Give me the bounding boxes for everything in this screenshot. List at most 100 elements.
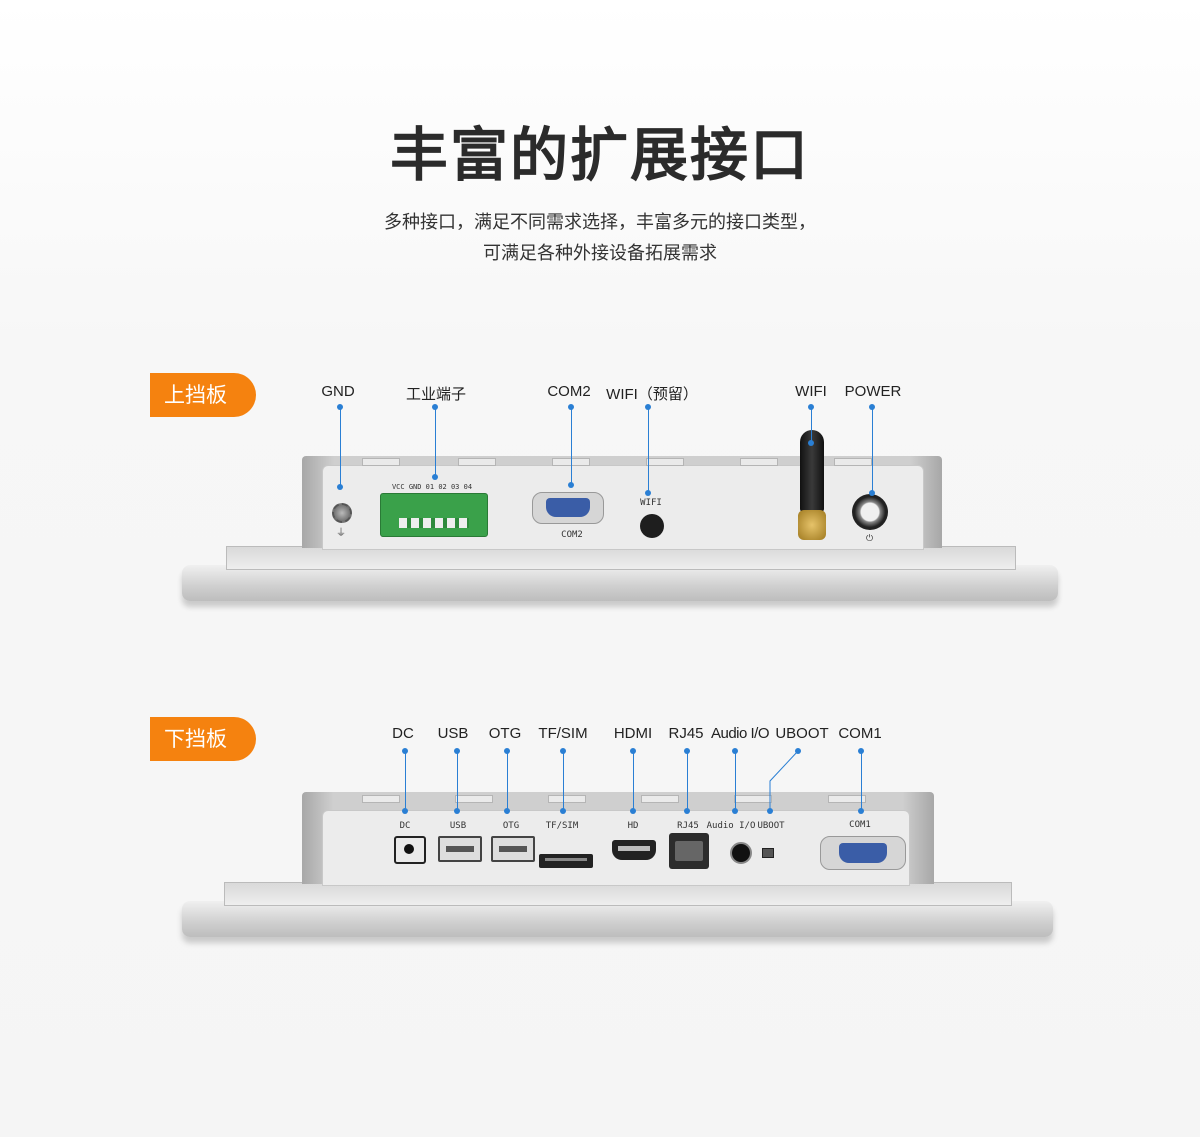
callout-dot bbox=[732, 748, 738, 754]
callout-dot bbox=[432, 404, 438, 410]
callout-dot bbox=[869, 490, 875, 496]
subtitle-line-1: 多种接口，满足不同需求选择，丰富多元的接口类型， bbox=[384, 212, 816, 233]
tfsim-print: TF/SIM bbox=[545, 821, 579, 831]
callout-dot bbox=[630, 808, 636, 814]
callout-line bbox=[872, 407, 873, 493]
callout-rj45: RJ45 bbox=[668, 725, 704, 742]
otg-port[interactable] bbox=[491, 836, 535, 862]
callout-line bbox=[507, 751, 508, 811]
otg-print: OTG bbox=[502, 821, 520, 831]
callout-otg: OTG bbox=[488, 725, 522, 742]
callout-dc: DC bbox=[392, 725, 414, 742]
vent bbox=[641, 795, 679, 803]
vent bbox=[646, 458, 684, 466]
device-bezel-bottom bbox=[182, 901, 1053, 937]
tfsim-slot[interactable] bbox=[539, 854, 593, 868]
callout-dot bbox=[808, 404, 814, 410]
callout-dot bbox=[337, 484, 343, 490]
callout-com2: COM2 bbox=[547, 383, 591, 400]
com1-print: COM1 bbox=[849, 820, 871, 830]
callout-dot bbox=[869, 404, 875, 410]
hdmi-port[interactable] bbox=[612, 840, 656, 860]
audio-jack[interactable] bbox=[730, 842, 752, 864]
power-button[interactable] bbox=[852, 494, 888, 530]
callout-line bbox=[811, 407, 812, 443]
callout-usb: USB bbox=[437, 725, 469, 742]
callout-dot bbox=[432, 474, 438, 480]
dc-jack[interactable] bbox=[394, 836, 426, 864]
tag-bottom-panel: 下挡板 bbox=[150, 717, 256, 761]
wifi-reserved-hole bbox=[640, 514, 664, 538]
callout-line bbox=[405, 751, 406, 811]
callout-line bbox=[735, 751, 736, 811]
com1-port[interactable] bbox=[820, 836, 906, 870]
callout-dot bbox=[504, 748, 510, 754]
callout-dot bbox=[454, 808, 460, 814]
vent bbox=[455, 795, 493, 803]
tag-top-panel: 上挡板 bbox=[150, 373, 256, 417]
dc-print: DC bbox=[399, 821, 411, 831]
callout-dot bbox=[560, 748, 566, 754]
vent bbox=[828, 795, 866, 803]
usb-print: USB bbox=[449, 821, 467, 831]
callout-dot bbox=[568, 482, 574, 488]
callout-line bbox=[457, 751, 458, 811]
device-bezel-top bbox=[182, 565, 1058, 601]
callout-hdmi: HDMI bbox=[613, 725, 653, 742]
hd-print: HD bbox=[627, 821, 639, 831]
callout-line bbox=[648, 407, 649, 493]
uboot-button[interactable] bbox=[762, 848, 774, 858]
callout-terminal: 工业端子 bbox=[405, 386, 467, 403]
ground-screw-icon bbox=[332, 503, 352, 523]
callout-dot bbox=[858, 748, 864, 754]
callout-power: POWER bbox=[844, 383, 902, 400]
vent bbox=[548, 795, 586, 803]
wifi-print: WIFI bbox=[640, 498, 662, 508]
callout-tfsim: TF/SIM bbox=[538, 725, 588, 742]
com2-print: COM2 bbox=[561, 530, 583, 540]
vent bbox=[834, 458, 872, 466]
callout-dot bbox=[560, 808, 566, 814]
callout-uboot: UBOOT bbox=[775, 725, 829, 742]
antenna-connector bbox=[798, 510, 826, 540]
usb-port[interactable] bbox=[438, 836, 482, 862]
vent bbox=[740, 458, 778, 466]
callout-dot bbox=[504, 808, 510, 814]
callout-dot bbox=[808, 440, 814, 446]
page-title: 丰富的扩展接口 bbox=[389, 121, 810, 189]
callout-audio: Audio I/O bbox=[710, 725, 770, 742]
callout-dot bbox=[454, 748, 460, 754]
callout-line bbox=[563, 751, 564, 811]
vent bbox=[362, 795, 400, 803]
terminal-block[interactable] bbox=[380, 493, 488, 537]
rj45-port[interactable] bbox=[669, 833, 709, 869]
callout-wifi: WIFI bbox=[795, 383, 827, 400]
ground-symbol-icon: ⏚ bbox=[336, 528, 346, 539]
callout-dot bbox=[630, 748, 636, 754]
subtitle-line-2: 可满足各种外接设备拓展需求 bbox=[483, 243, 717, 264]
callout-dot bbox=[684, 748, 690, 754]
callout-dot bbox=[568, 404, 574, 410]
callout-dot bbox=[402, 808, 408, 814]
callout-dot bbox=[645, 404, 651, 410]
callout-dot bbox=[337, 404, 343, 410]
terminal-pin-labels: VCC GND 01 02 03 04 bbox=[391, 483, 473, 491]
vent bbox=[734, 795, 772, 803]
callout-dot bbox=[645, 490, 651, 496]
callout-dot bbox=[732, 808, 738, 814]
callout-line bbox=[340, 407, 341, 487]
callout-line-uboot bbox=[767, 748, 801, 814]
com2-port[interactable] bbox=[532, 492, 604, 524]
callout-gnd: GND bbox=[321, 383, 355, 400]
callout-com1: COM1 bbox=[838, 725, 882, 742]
callout-dot bbox=[402, 748, 408, 754]
audio-print: Audio I/O bbox=[706, 821, 756, 831]
vent bbox=[362, 458, 400, 466]
callout-line bbox=[861, 751, 862, 811]
callout-line bbox=[571, 407, 572, 485]
callout-line bbox=[687, 751, 688, 811]
callout-line bbox=[633, 751, 634, 811]
power-symbol-icon: ⏻ bbox=[866, 534, 874, 544]
callout-dot bbox=[858, 808, 864, 814]
uboot-print: UBOOT bbox=[757, 821, 785, 831]
